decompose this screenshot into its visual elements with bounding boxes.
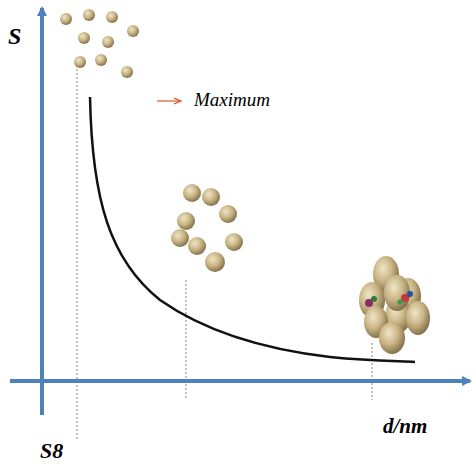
curve (90, 97, 415, 362)
pointer-arrow (157, 100, 181, 101)
ring-cluster (171, 184, 243, 272)
x-axis (10, 379, 470, 383)
scattered-atoms (60, 9, 139, 78)
annotation: Maximum (194, 90, 270, 109)
axis-label: S (8, 24, 21, 48)
tick-label: S8 (40, 440, 63, 462)
axis-label: d/nm (383, 416, 427, 437)
compact-cluster (359, 256, 430, 354)
y-axis (40, 8, 44, 415)
